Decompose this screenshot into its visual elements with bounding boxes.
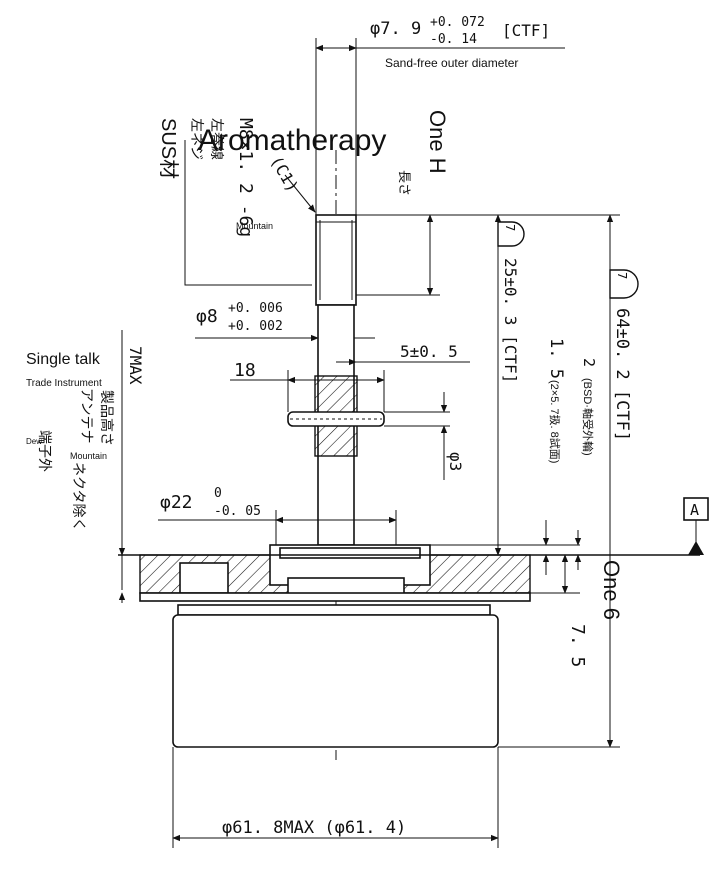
datum-a: A bbox=[683, 497, 709, 555]
overlay-aromatherapy: Aromatherapy bbox=[198, 124, 386, 157]
top-note: 長さ bbox=[397, 170, 412, 196]
collar bbox=[287, 375, 385, 457]
body-diameter-dimension: φ61. 8MAX (φ61. 4) bbox=[172, 747, 499, 848]
shaft-outer-tol-lower: -0. 14 bbox=[430, 32, 477, 47]
dim-75: 7. 5 bbox=[530, 554, 588, 667]
shaft-outer-main: φ7. 9 bbox=[370, 19, 421, 39]
shaft-outer-dimension: φ7. 9 +0. 072 -0. 14 [CTF] bbox=[315, 15, 565, 215]
max-7-label: 7MAX bbox=[126, 346, 145, 385]
svg-text:One 6: One 6 bbox=[599, 560, 624, 620]
shaft-outer-tol-upper: +0. 072 bbox=[430, 15, 485, 30]
length-64-dimension: 7 64±0. 2 [CTF] bbox=[606, 214, 639, 748]
circle-tag-2: 7 bbox=[615, 272, 629, 279]
collar-width-label: 18 bbox=[234, 360, 256, 381]
overlay-dew: Dew bbox=[26, 437, 42, 446]
datum-label: A bbox=[690, 501, 699, 519]
base-dia-tol-upper: 0 bbox=[214, 486, 222, 501]
flange bbox=[139, 544, 531, 616]
length-64-label: 64±0. 2 [CTF] bbox=[612, 308, 632, 441]
dim-15-label: 1. 5 bbox=[546, 338, 566, 379]
pin-offset-label: 5±0. 5 bbox=[400, 342, 458, 361]
length-25-dimension: 7 25±0. 3 [CTF] bbox=[494, 214, 525, 556]
shaft-inner-tol-upper: +0. 006 bbox=[228, 301, 283, 316]
dim-2: 2 (BSD·軸受外輪) bbox=[574, 358, 598, 570]
svg-text:端子外: 端子外 bbox=[37, 430, 53, 472]
pin-offset-dimension: 5±0. 5 bbox=[336, 342, 470, 366]
overlay-sand-free: Sand-free outer diameter bbox=[385, 56, 518, 70]
dim-75-label: 7. 5 bbox=[567, 624, 588, 667]
overlay-one-h: One H bbox=[425, 110, 450, 174]
max-7-dimension: 7MAX bbox=[118, 330, 145, 603]
shaft-thread bbox=[315, 214, 357, 306]
dim-15: 1. 5 (2×5. 7扱. 8試面) bbox=[542, 338, 566, 575]
base-dia-main: φ22 bbox=[160, 492, 193, 513]
vertical-note-3: ネクタ除く bbox=[71, 462, 87, 531]
svg-text:ネクタ除く: ネクタ除く bbox=[71, 462, 87, 531]
shaft-inner-dimension: φ8 +0. 006 +0. 002 bbox=[195, 301, 375, 342]
motor-body bbox=[172, 614, 499, 748]
base-dia-tol-lower: -0. 05 bbox=[214, 504, 261, 519]
svg-text:長さ: 長さ bbox=[397, 170, 412, 196]
shaft-inner-tol-lower: +0. 002 bbox=[228, 319, 283, 334]
thread-spec-label: M8×1. 2 -6g bbox=[235, 118, 256, 237]
body-dia-label: φ61. 8MAX (φ61. 4) bbox=[222, 818, 406, 838]
collar-width-dimension: 18 bbox=[230, 360, 385, 412]
material-note: SUS材 bbox=[157, 118, 180, 179]
circle-tag-1: 7 bbox=[503, 224, 517, 231]
thread-leader bbox=[184, 140, 312, 286]
svg-text:One H: One H bbox=[425, 110, 450, 174]
base-diameter-dimension: φ22 0 -0. 05 bbox=[158, 486, 397, 545]
overlay-mountain-2: Mountain bbox=[70, 451, 107, 461]
pin-diameter-label: φ3 bbox=[446, 452, 465, 471]
vertical-note-1: 製品高さ bbox=[99, 390, 115, 446]
pin-diameter-dimension: φ3 bbox=[384, 392, 465, 480]
thread-direction-note-2: 左巻線 bbox=[209, 118, 225, 160]
overlay-single-talk: Single talk bbox=[26, 351, 101, 368]
svg-text:M8×1. 2 -6g: M8×1. 2 -6g bbox=[235, 118, 256, 237]
svg-text:左巻線: 左巻線 bbox=[209, 118, 225, 160]
vertical-note-4: 端子外 bbox=[37, 430, 53, 472]
overlay-mountain-1: Mountain bbox=[236, 221, 273, 231]
dim-15-note: (2×5. 7扱. 8試面) bbox=[548, 380, 562, 463]
overlay-one-6: One 6 bbox=[599, 560, 624, 620]
svg-text:アンテナ: アンテナ bbox=[79, 388, 95, 443]
dim-2-label: 2 bbox=[580, 358, 598, 367]
vertical-note-2: アンテナ bbox=[79, 388, 95, 443]
overlay-trade-instrument: Trade Instrument bbox=[26, 378, 102, 389]
svg-text:左ネジ: 左ネジ bbox=[189, 118, 205, 160]
svg-text:製品高さ: 製品高さ bbox=[99, 390, 115, 446]
length-25-label: 25±0. 3 [CTF] bbox=[501, 258, 520, 383]
svg-text:SUS材: SUS材 bbox=[157, 118, 180, 179]
shaft-outer-suffix: [CTF] bbox=[502, 21, 550, 40]
shaft-inner-main: φ8 bbox=[196, 306, 218, 327]
dim-2-note: (BSD·軸受外輪) bbox=[581, 378, 595, 456]
thread-direction-note-1: 左ネジ bbox=[189, 118, 205, 160]
